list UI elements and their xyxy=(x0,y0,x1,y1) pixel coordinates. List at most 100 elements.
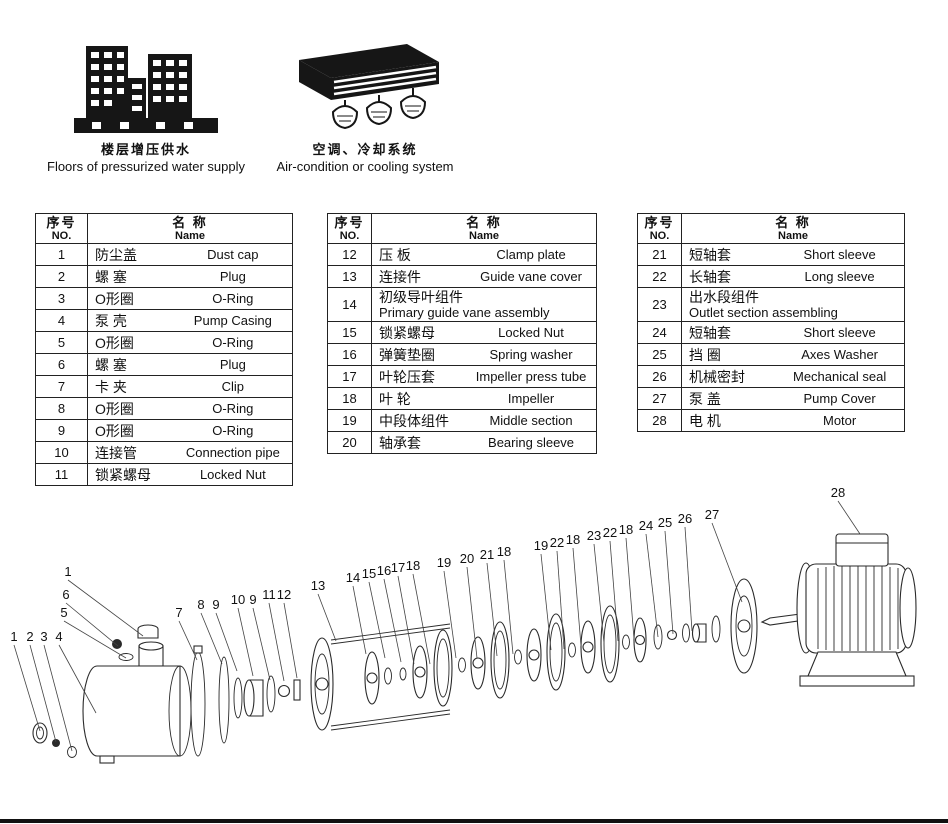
air-condition-icon xyxy=(299,44,439,130)
drain-plug-parts xyxy=(32,722,77,758)
callout-leader xyxy=(368,581,386,659)
callout-leader xyxy=(215,612,238,672)
part-name-cn: 挡 圈 xyxy=(689,346,721,363)
primary-guide-vane-assembly xyxy=(310,623,451,731)
part-name-en: Connection pipe xyxy=(185,445,280,460)
callout-number: 1 xyxy=(10,629,17,644)
callout-number: 2 xyxy=(26,629,33,644)
callout-number: 9 xyxy=(249,592,256,607)
callout-leader xyxy=(383,578,402,663)
part-name-en: Mechanical seal xyxy=(793,369,887,384)
callout-number: 9 xyxy=(212,597,219,612)
header-no: 序号 NO. xyxy=(327,213,372,244)
callout-leader xyxy=(252,607,271,681)
callout-leader xyxy=(711,522,743,603)
part-name-en: Axes Washer xyxy=(801,347,879,362)
callout-number: 18 xyxy=(406,558,420,573)
part-number: 6 xyxy=(35,353,88,376)
callout-number: 20 xyxy=(460,551,474,566)
callout-leader xyxy=(556,550,565,650)
part-number: 25 xyxy=(637,343,682,366)
callout-number: 5 xyxy=(60,605,67,620)
part-name-cell: O形圈 O-Ring xyxy=(87,331,293,354)
part-number: 20 xyxy=(327,431,372,454)
callout-leader xyxy=(664,530,674,635)
part-name-en: Pump Cover xyxy=(803,391,876,406)
table-header-row: 序号 NO. 名 称 Name xyxy=(35,213,293,244)
part-name-cn: 弹簧垫圈 xyxy=(379,346,435,363)
icon-caption-en: Air-condition or cooling system xyxy=(276,159,454,174)
callout-leader xyxy=(684,526,693,632)
usage-icon-water-supply: 楼层增压供水 Floors of pressurized water suppl… xyxy=(22,40,270,174)
part-name-cn: 中段体组件 xyxy=(379,412,449,429)
callout-number: 18 xyxy=(619,522,633,537)
callout-number: 21 xyxy=(480,547,494,562)
part-name-cn: O形圈 xyxy=(95,400,134,417)
part-name-en: Spring washer xyxy=(489,347,573,362)
callout-number: 19 xyxy=(534,538,548,553)
callout-leader xyxy=(609,540,619,642)
icon-caption-cn: 楼层增压供水 xyxy=(100,142,191,157)
part-number: 17 xyxy=(327,365,372,388)
callout-number: 16 xyxy=(377,563,391,578)
part-name-cn: O形圈 xyxy=(95,334,134,351)
part-number: 5 xyxy=(35,331,88,354)
part-name-cn: 初级导叶组件 xyxy=(379,288,463,305)
part-name-en: O-Ring xyxy=(212,335,254,350)
callout-number: 4 xyxy=(55,629,62,644)
callout-leader xyxy=(503,559,514,655)
callout-leader xyxy=(443,570,457,659)
callout-leader xyxy=(268,602,285,682)
callout-number: 28 xyxy=(831,488,845,500)
part-number: 7 xyxy=(35,375,88,398)
part-name-en: Middle section xyxy=(489,413,573,428)
part-number: 14 xyxy=(327,287,372,322)
icon-caption-en: Floors of pressurized water supply xyxy=(47,159,245,174)
callout-number: 22 xyxy=(603,525,617,540)
header-no: 序号 NO. xyxy=(637,213,682,244)
part-name-en: Pump Casing xyxy=(193,313,272,328)
part-name-cn: 螺 塞 xyxy=(95,356,127,373)
callout-number: 23 xyxy=(587,528,601,543)
part-name-en: Locked Nut xyxy=(498,325,564,340)
header-name: 名 称 Name xyxy=(371,213,597,244)
part-name-cn: 电 机 xyxy=(689,412,721,429)
part-name-cn: 短轴套 xyxy=(689,324,731,341)
part-name-cn: 出水段组件 xyxy=(689,288,759,305)
part-number: 26 xyxy=(637,365,682,388)
callout-leader xyxy=(837,500,861,535)
part-name-cell: 弹簧垫圈 Spring washer xyxy=(371,343,597,366)
callout-number: 11 xyxy=(262,587,276,602)
table-row: 25 挡 圈 Axes Washer xyxy=(637,343,905,366)
callout-leader xyxy=(466,566,478,659)
part-number: 4 xyxy=(35,309,88,332)
part-number: 21 xyxy=(637,243,682,266)
part-number: 27 xyxy=(637,387,682,410)
callout-leader xyxy=(540,553,552,651)
part-name-en: Clip xyxy=(221,379,245,394)
part-number: 8 xyxy=(35,397,88,420)
